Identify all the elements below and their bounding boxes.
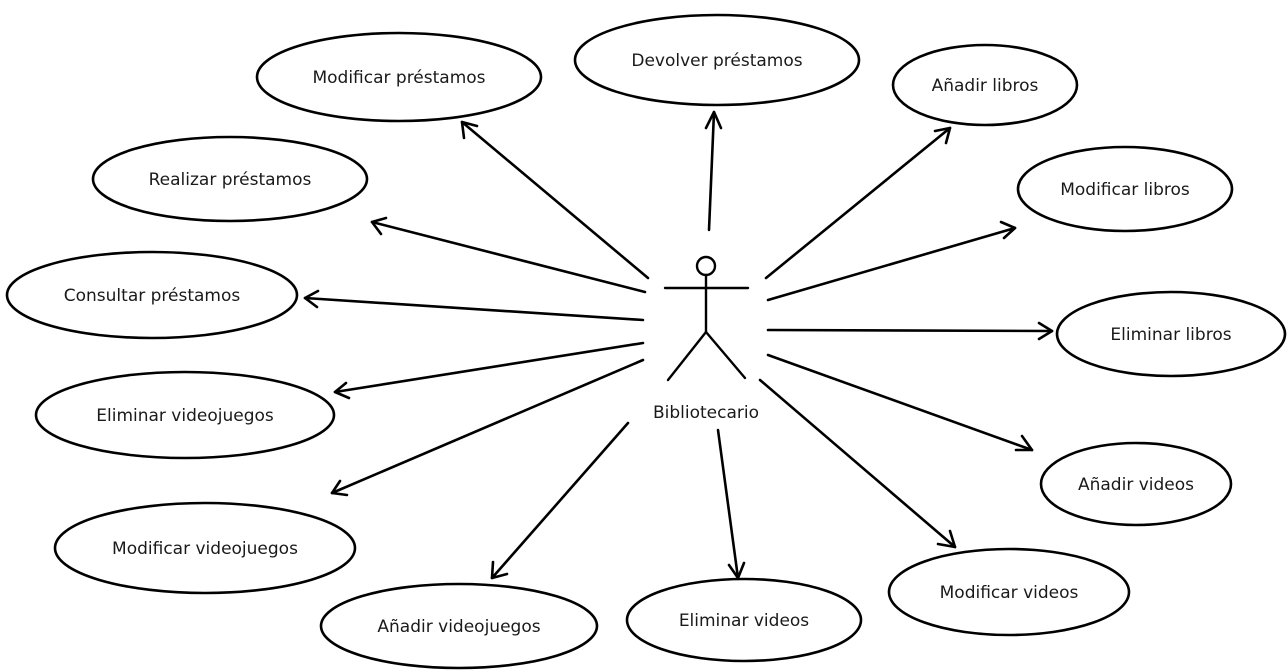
actor-head <box>695 255 717 277</box>
use-case-label: Realizar préstamos <box>149 170 312 190</box>
arrowhead-consultar-prestamos <box>303 289 320 309</box>
use-case-modificar-videojuegos[interactable]: Modificar videojuegos <box>53 501 357 595</box>
association-consultar-prestamos <box>303 296 645 322</box>
association-anadir-libros <box>764 126 952 280</box>
association-realizar-prestamos <box>370 220 647 294</box>
arrowhead-anadir-libros <box>933 126 952 145</box>
stick-figure-actor-icon <box>663 255 750 382</box>
use-case-anadir-libros[interactable]: Añadir libros <box>891 43 1079 127</box>
use-case-eliminar-videojuegos[interactable]: Eliminar videojuegos <box>34 370 336 460</box>
use-case-modificar-prestamos[interactable]: Modificar préstamos <box>255 31 543 123</box>
arrowhead-devolver-prestamos <box>704 110 723 130</box>
use-case-ellipse <box>319 582 599 670</box>
association-modificar-prestamos <box>460 120 650 280</box>
arrowhead-realizar-prestamos <box>370 216 388 236</box>
association-eliminar-videos <box>716 428 740 580</box>
use-case-ellipse <box>255 31 543 123</box>
use-case-ellipse <box>625 577 863 663</box>
use-case-modificar-videos[interactable]: Modificar videos <box>887 547 1131 637</box>
arrowhead-modificar-videos <box>936 529 957 549</box>
use-case-label: Modificar videos <box>940 583 1079 603</box>
use-case-ellipse <box>53 501 357 595</box>
arrowhead-eliminar-videojuegos <box>333 381 351 400</box>
use-case-label: Consultar préstamos <box>64 286 241 306</box>
use-case-ellipse <box>1055 290 1287 378</box>
actor-left-leg <box>666 330 708 382</box>
use-case-label: Eliminar videos <box>679 611 809 631</box>
use-case-ellipse <box>34 370 336 460</box>
use-cases: Devolver préstamos Modificar préstamos A… <box>5 13 1287 670</box>
arrowhead-eliminar-libros <box>1037 321 1054 341</box>
association-eliminar-libros <box>766 328 1054 333</box>
use-case-anadir-videos[interactable]: Añadir videos <box>1039 441 1233 527</box>
actor-right-leg <box>704 330 747 380</box>
use-case-ellipse <box>887 547 1131 637</box>
use-case-devolver-prestamos[interactable]: Devolver préstamos <box>573 13 861 107</box>
arrowhead-modificar-libros <box>999 220 1017 240</box>
use-case-eliminar-libros[interactable]: Eliminar libros <box>1055 290 1287 378</box>
use-case-modificar-libros[interactable]: Modificar libros <box>1016 145 1234 233</box>
use-case-label: Eliminar videojuegos <box>96 406 274 426</box>
associations <box>303 110 1054 580</box>
arrowhead-anadir-videos <box>1014 434 1034 452</box>
association-modificar-libros <box>766 226 1017 302</box>
actor-bibliotecario[interactable]: Bibliotecario <box>653 255 759 423</box>
association-eliminar-videojuegos <box>333 341 645 394</box>
use-case-label: Eliminar libros <box>1110 325 1231 345</box>
association-anadir-videojuegos <box>490 421 630 580</box>
association-modificar-videos <box>758 378 957 549</box>
use-case-ellipse <box>1016 145 1234 233</box>
use-case-label: Modificar videojuegos <box>112 539 298 559</box>
use-case-anadir-videojuegos[interactable]: Añadir videojuegos <box>319 582 599 670</box>
arrowhead-modificar-videojuegos <box>330 479 349 497</box>
use-case-label: Devolver préstamos <box>631 51 802 71</box>
association-devolver-prestamos <box>707 110 716 232</box>
use-case-ellipse <box>891 43 1079 127</box>
arrowhead-anadir-videojuegos <box>490 560 509 580</box>
use-case-realizar-prestamos[interactable]: Realizar préstamos <box>91 135 369 223</box>
use-case-label: Añadir videos <box>1078 475 1194 495</box>
use-case-consultar-prestamos[interactable]: Consultar préstamos <box>5 250 299 340</box>
use-case-ellipse <box>573 13 861 107</box>
use-case-ellipse <box>5 250 299 340</box>
association-anadir-videos <box>766 353 1034 452</box>
use-case-eliminar-videos[interactable]: Eliminar videos <box>625 577 863 663</box>
use-case-ellipse <box>91 135 369 223</box>
association-modificar-videojuegos <box>330 358 645 495</box>
arrowhead-modificar-prestamos <box>460 120 479 140</box>
use-case-label: Modificar libros <box>1060 180 1190 200</box>
use-case-label: Añadir videojuegos <box>377 617 540 637</box>
use-case-ellipse <box>1039 441 1233 527</box>
use-case-label: Añadir libros <box>932 76 1039 96</box>
actor-label: Bibliotecario <box>653 403 759 423</box>
use-case-label: Modificar préstamos <box>312 68 485 88</box>
